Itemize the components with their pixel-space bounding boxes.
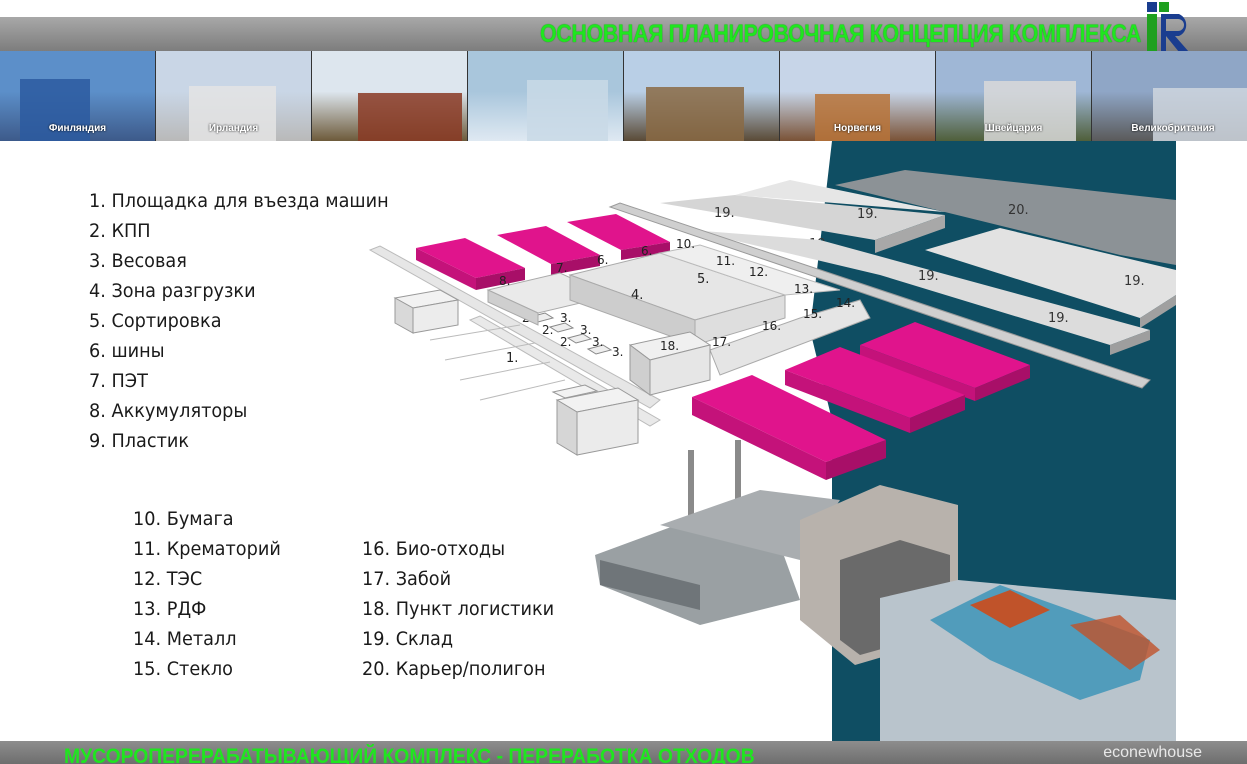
plan-label-18: 18. [660,339,679,353]
plan-label-15: 15. [803,307,822,321]
reference-photo: Великобритания [1092,51,1247,141]
legend-item: 15. Стекло [133,658,234,680]
plan-label-7: 7. [556,261,567,275]
page-title: ОСНОВНАЯ ПЛАНИРОВОЧНАЯ КОНЦЕПЦИЯ КОМПЛЕК… [540,20,1142,48]
photo-building [646,87,744,141]
plan-label-3: 3. [592,335,603,349]
photo-caption: Финляндия [48,123,107,134]
plan-label-1: 1. [506,351,518,366]
plan-label-19: 19. [714,206,735,221]
plan-label-3: 3. [560,311,571,325]
quarry-slab: 20. [835,170,1176,265]
plan-label-14: 14. [836,296,855,310]
photo-building [20,79,90,141]
photo-building [984,81,1076,141]
legend-item: 5. Сортировка [89,310,222,332]
plan-label-3: 3. [580,323,591,337]
company-logo [1147,2,1189,52]
reference-photo: Швейцария [936,51,1092,141]
legend-item: 7. ПЭТ [89,370,148,392]
legend-column-1: 1. Площадка для въезда машин 2. КПП 3. В… [89,186,411,456]
plan-label-16: 16. [762,319,781,333]
legend-item: 20. Карьер/полигон [362,658,546,680]
plan-label-13: 13. [794,282,813,296]
reference-photo [624,51,780,141]
footer-title: МУСОРОПЕРЕРАБАТЫВАЮЩИЙ КОМПЛЕКС - ПЕРЕРА… [64,745,755,764]
photo-building [358,93,462,141]
legend-item: 4. Зона разгрузки [89,280,256,302]
legend-item: 9. Пластик [89,430,190,452]
plan-label-17: 17. [712,335,731,349]
plan-label-19: 19. [1124,274,1145,289]
warehouse-19-row: 19. 19. 19. [690,228,1176,355]
plan-label-3: 3. [612,345,623,359]
plan-label-4: 4. [631,288,643,303]
photo-building [527,80,608,141]
legend-item: 18. Пункт логистики [362,598,555,620]
plan-label-6: 6. [597,253,608,267]
legend-column-3: 16. Био-отходы 17. Забой 18. Пункт логис… [362,534,569,684]
magenta-storage-bottom [692,322,1030,480]
legend-item: 10. Бумага [133,508,234,530]
plan-label-20: 20. [1008,203,1029,218]
photo-caption: Норвегия [833,123,882,134]
reference-photo: Ирландия [156,51,312,141]
photo-building [1153,88,1247,141]
plan-label-19: 19. [918,269,939,284]
main-hall: 8. 7. 6. 6. 4. 5. 10. 11. 12. 13. 14. 15… [486,237,871,396]
plan-label-6: 6. [641,244,652,258]
photo-caption: Швейцария [984,123,1043,134]
photo-caption: Ирландия [208,123,259,134]
plan-label-19: 19. [1048,311,1069,326]
legend-item: 6. шины [89,340,165,362]
legend-item: 2. КПП [89,220,151,242]
legend-item: 16. Био-отходы [362,538,506,560]
processing-plant-render [595,440,1176,741]
reference-photo [468,51,624,141]
warehouse-19: 19. 19. 19. [660,180,945,253]
photo-building [815,94,890,141]
reference-photo: Норвегия [780,51,936,141]
legend-item: 3. Весовая [89,250,187,272]
legend-item: 17. Забой [362,568,452,590]
plan-label-12: 12. [749,265,768,279]
plan-label-2: 2. [542,323,553,337]
plan-label-8: 8. [499,274,510,288]
site-plan-3d: 20. 19. 19. 19. 19. 19. 19. 1. [368,141,1176,741]
magenta-storage-top [416,214,670,290]
plan-label-5: 5. [697,272,709,287]
checkpoint-boxes: 2. 3. 2. 3. 2. 3. 3. [393,289,640,456]
legend-item: 11. Крематорий [133,538,281,560]
legend-item: 12. ТЭС [133,568,203,590]
reference-photo: Финляндия [0,51,156,141]
plan-label-10: 10. [676,237,695,251]
plan-label-19: 19. [857,207,878,222]
legend-item: 19. Склад [362,628,454,650]
legend-column-2: 10. Бумага 11. Крематорий 12. ТЭС 13. РД… [133,504,292,684]
plan-label-11: 11. [716,254,735,268]
photo-building [189,86,276,141]
legend-item: 13. РДФ [133,598,207,620]
footer-bar: МУСОРОПЕРЕРАБАТЫВАЮЩИЙ КОМПЛЕКС - ПЕРЕРА… [0,741,1247,764]
legend-item: 1. Площадка для въезда машин [89,190,389,212]
legend-item: 8. Аккумуляторы [89,400,248,422]
plan-label-2: 2. [560,335,571,349]
photo-caption: Великобритания [1131,123,1215,134]
legend-item: 14. Металл [133,628,237,650]
entry-area: 1. [429,324,566,401]
brand-name: econewhouse [1103,744,1202,761]
reference-photo [312,51,468,141]
reference-photo-strip: Финляндия Ирландия Норвегия Швейцария Велико… [0,51,1247,141]
header-bar [0,17,1247,51]
